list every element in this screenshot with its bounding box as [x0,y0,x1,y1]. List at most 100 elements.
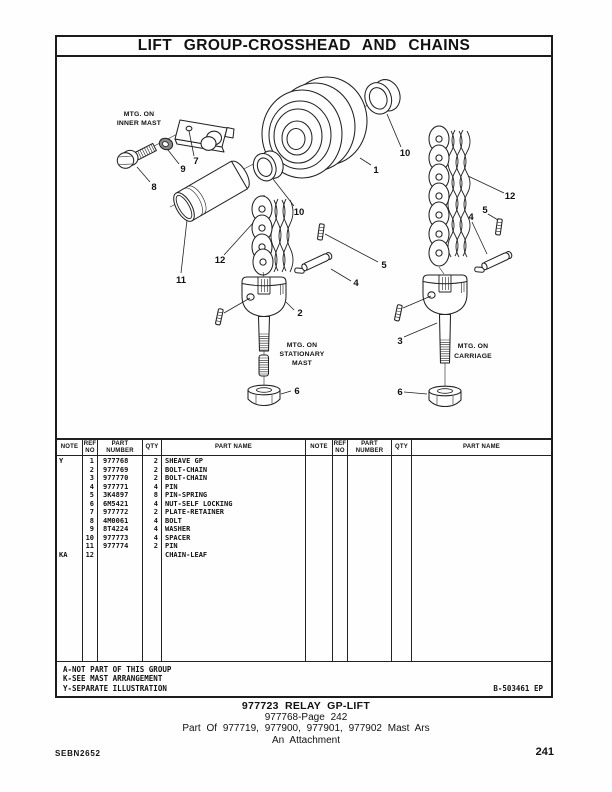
table-cell-note [59,542,82,551]
label-inner-mast-line1: MTG. ON [124,111,154,118]
callout-12-left: 12 [215,255,226,266]
bolt-drawing [116,142,157,169]
table-cell-qty: 2 [153,542,158,550]
table-cell-part_name: SPACER [165,533,191,542]
table-cell-part_number: 977772 [103,508,129,516]
table-cell-note [59,483,82,492]
table-cell-note [59,466,82,475]
label-carriage-line2: CARRIAGE [454,353,492,360]
table-cell-part_number: 8T4224 [103,525,129,533]
table-cell-part_number: 6M5421 [103,499,129,508]
table-cell-note [59,500,82,509]
table-cell-ref: 9 [89,525,94,533]
parts-diagram: 1 2 3 4 4 5 5 6 6 7 8 9 10 10 11 12 12 M… [116,76,516,408]
table-cell-qty: 4 [153,516,158,525]
drawing-reference: B-503461 EP [493,684,543,693]
washer-drawing [158,137,174,151]
callout-2: 2 [297,308,302,319]
table-cell-ref: 8 [89,516,94,525]
table-cell-part_name: PIN-SPRING [165,491,208,499]
header-part-name-left: PART NAME [162,440,306,455]
table-cell-qty: 4 [153,525,158,533]
table-cell-part_name: CHAIN-LEAF [165,550,208,559]
label-inner-mast-line2: INNER MAST [117,120,162,127]
content-frame: LIFT GROUP-CROSSHEAD AND CHAINS [55,35,553,698]
table-cell-ref: 12 [85,550,94,559]
callout-5-center: 5 [381,260,387,271]
column-note-left: Y KA [57,456,83,661]
table-cell-ref: 10 [85,533,94,542]
table-cell-part_name: NUT-SELF LOCKING [165,499,233,508]
callout-7: 7 [193,156,198,167]
table-cell-note [59,517,82,526]
bushing-right-drawing [364,79,401,115]
table-cell-part_name: SHEAVE GP [165,457,203,465]
label-stationary-mast-line1: MTG. ON [287,342,317,349]
callout-8: 8 [151,182,156,193]
table-cell-part_name: PIN [165,482,178,491]
callout-5-right: 5 [482,205,488,216]
pin-right-drawing [472,249,515,277]
table-cell-qty: 2 [153,508,158,516]
table-cell-qty: 2 [153,457,158,465]
table-cell-part_number [103,551,142,560]
table-cell-part_name: PIN [165,542,178,550]
table-cell-note [59,508,82,517]
table-cell-qty: 2 [153,474,158,482]
column-part-name-right [412,456,551,661]
page-number: 241 [535,746,554,758]
leader-lines [136,113,505,395]
callout-12-right: 12 [505,191,516,202]
callout-10-right: 10 [400,148,411,159]
table-cell-part_number: 3K4897 [103,491,129,499]
notes-section: A-NOT PART OF THIS GROUP K-SEE MAST ARRA… [57,661,551,696]
callout-4-right: 4 [468,212,474,223]
table-cell-part_name: BOLT-CHAIN [165,474,208,482]
table-cell-part_name: BOLT-CHAIN [165,465,208,474]
callout-6-left: 6 [294,386,299,397]
callout-3: 3 [397,336,402,347]
label-carriage-line1: MTG. ON [458,343,488,350]
doc-code: SEBN2652 [55,749,101,758]
callout-6-right: 6 [397,387,402,398]
table-cell-part_name: BOLT [165,516,182,525]
spring-pin-right-drawing [494,218,503,236]
footer-group-title: 977723 RELAY GP-LIFT [241,700,371,712]
column-ref-right [333,456,348,661]
page-title: LIFT GROUP-CROSSHEAD AND CHAINS [57,37,551,57]
spring-pin-right-clevis-drawing [393,303,403,322]
table-cell-part_name: PLATE-RETAINER [165,508,225,516]
table-cell-note [59,534,82,543]
table-cell-qty: 4 [153,499,158,508]
pin-center-drawing [292,250,335,278]
header-qty-left: QTY [143,440,162,455]
table-cell-note: Y [59,457,64,465]
note-a: A-NOT PART OF THIS GROUP [63,665,172,674]
table-cell-qty: 4 [153,533,158,542]
column-note-right [306,456,333,661]
note-k: K-SEE MAST ARRANGEMENT [63,674,163,684]
chain-bolt-left-drawing [241,276,287,407]
table-cell-part_number: 977768 [103,457,129,465]
table-cell-note [59,491,82,500]
callout-10-left: 10 [294,207,305,218]
table-cell-note: KA [59,550,68,559]
table-cell-ref: 4 [89,482,94,491]
table-cell-part_number: 977770 [103,474,129,482]
footer-part-of: Part Of 977719, 977900, 977901, 977902 M… [182,723,430,734]
table-cell-part_number: 4M0061 [103,516,129,525]
header-note-left: NOTE [57,440,83,455]
callout-1: 1 [373,165,379,176]
label-stationary-mast-line3: MAST [292,360,313,367]
footer-attachment: An Attachment [271,735,341,746]
table-cell-qty: 8 [153,491,158,499]
header-part-name-right: PART NAME [462,444,501,451]
